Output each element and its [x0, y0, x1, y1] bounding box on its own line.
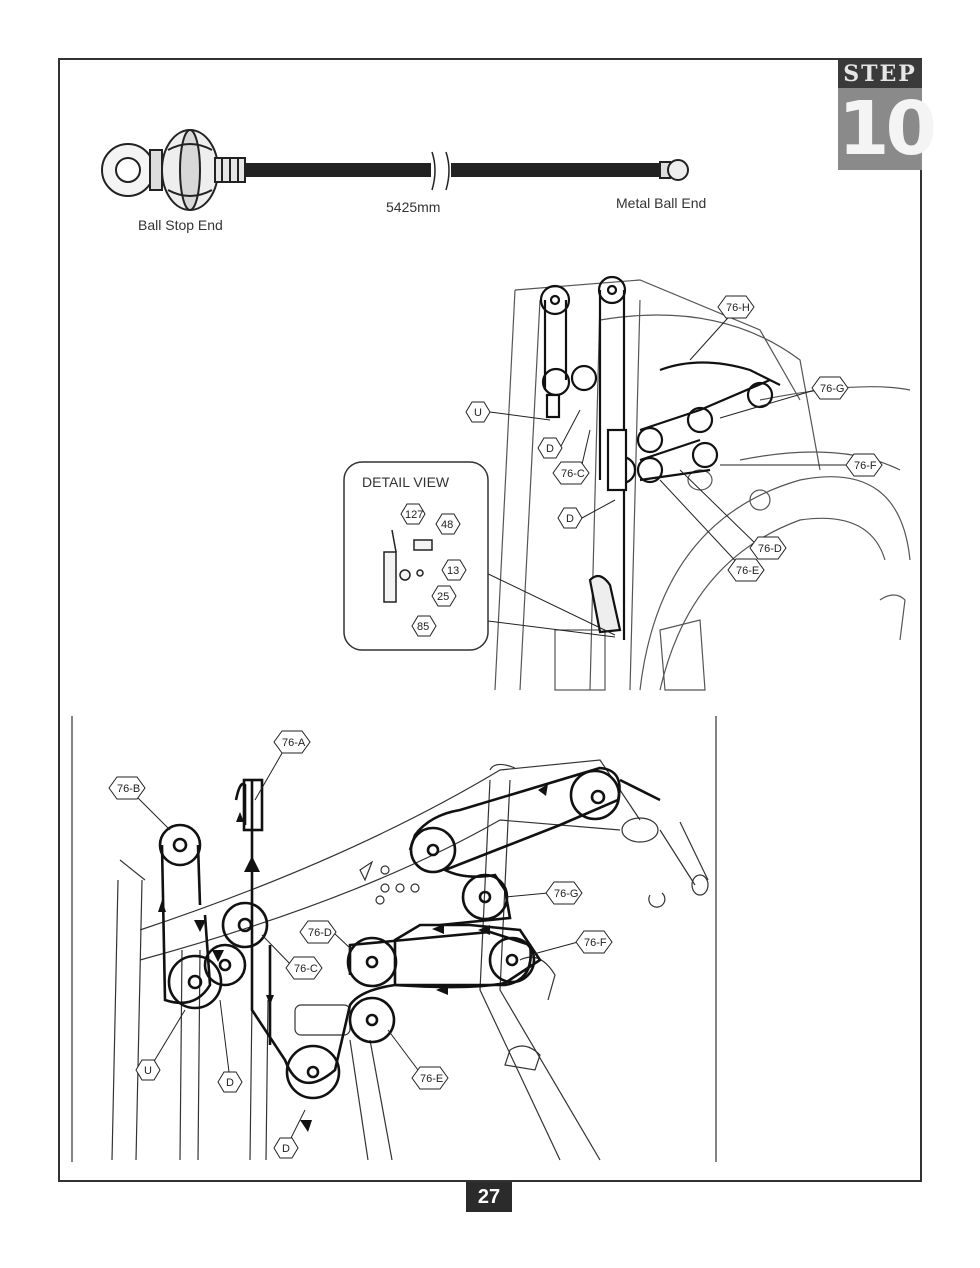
- callout-76-e: 76-E: [736, 565, 759, 577]
- callout-76-f: 76-F: [854, 460, 877, 472]
- metal-ball-end-label: Metal Ball End: [616, 195, 707, 211]
- callout-d-lower-2: D: [282, 1143, 290, 1155]
- detail-part-25: 25: [437, 591, 449, 603]
- callout-u: U: [474, 407, 482, 419]
- step-number: 10: [838, 86, 937, 172]
- ball-stop-end-label: Ball Stop End: [138, 217, 223, 233]
- callout-76-g: 76-G: [820, 383, 844, 395]
- callout-76-b: 76-B: [117, 783, 140, 795]
- callout-76-f-lower: 76-F: [584, 937, 607, 949]
- detail-part-127: 127: [405, 509, 423, 521]
- callout-u-lower: U: [144, 1065, 152, 1077]
- cable-length-label: 5425mm: [386, 199, 441, 215]
- detail-part-48: 48: [441, 519, 453, 531]
- callout-76-c-lower: 76-C: [294, 963, 318, 975]
- step-badge: STEP 10: [838, 60, 937, 172]
- callout-76-h: 76-H: [726, 302, 750, 314]
- page-frame: [58, 58, 922, 1182]
- callout-76-g-lower: 76-G: [554, 888, 578, 900]
- callout-76-a: 76-A: [282, 737, 306, 749]
- callout-76-d: 76-D: [758, 543, 782, 555]
- step-word: STEP: [838, 60, 922, 88]
- detail-view-title: DETAIL VIEW: [362, 474, 450, 490]
- detail-part-85: 85: [417, 621, 429, 633]
- callout-d-lower: D: [566, 513, 574, 525]
- detail-part-13: 13: [447, 565, 459, 577]
- callout-d-lower-1: D: [226, 1077, 234, 1089]
- callout-76-e-lower: 76-E: [420, 1073, 443, 1085]
- page-number: 27: [466, 1182, 512, 1212]
- callout-d: D: [546, 443, 554, 455]
- callout-76-d-lower: 76-D: [308, 927, 332, 939]
- callout-76-c: 76-C: [561, 468, 585, 480]
